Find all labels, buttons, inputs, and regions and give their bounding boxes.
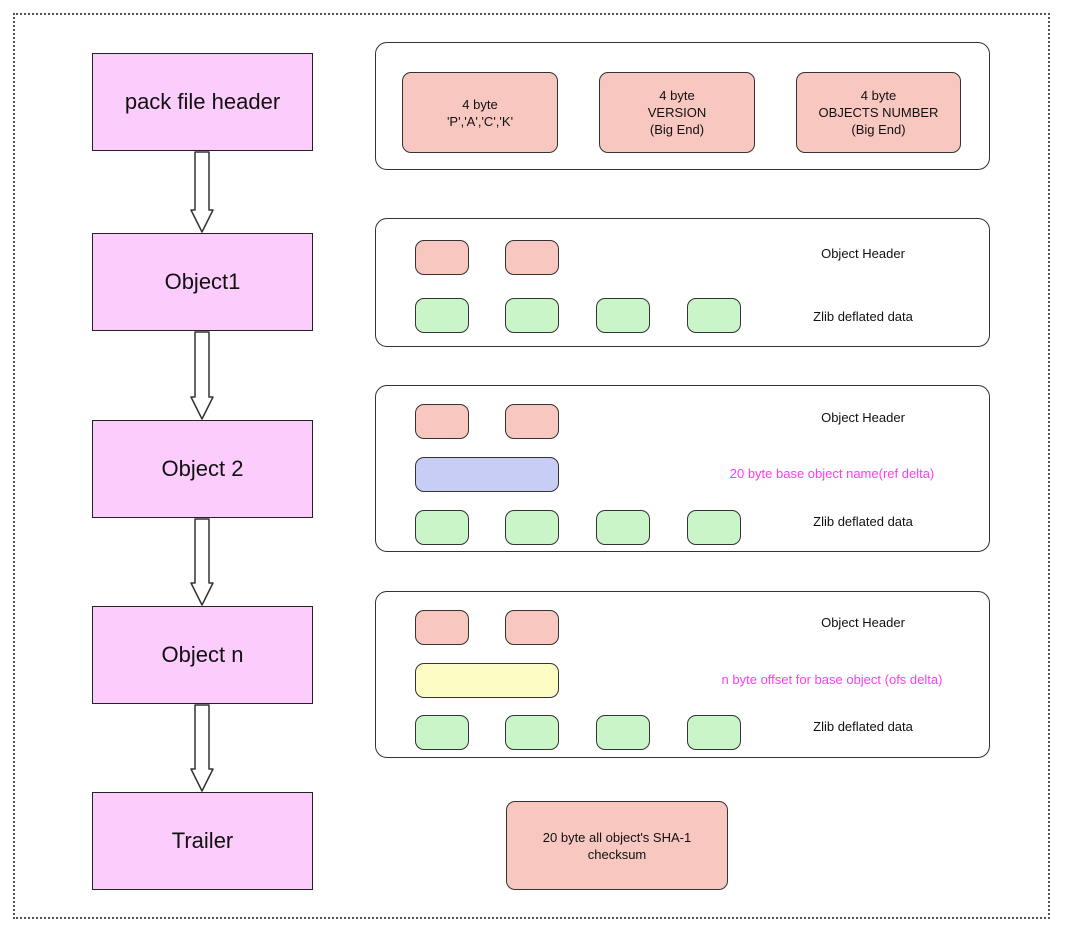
zlib-data-label: Zlib deflated data [813, 719, 913, 734]
deflated-data-byte [596, 715, 650, 750]
object-header-label: Object Header [821, 246, 905, 261]
trailer-box: Trailer [92, 792, 313, 890]
field-endianness: (Big End) [851, 122, 906, 137]
base-object-name-field [415, 457, 559, 492]
deflated-data-byte [415, 298, 469, 333]
base-object-offset-field [415, 663, 559, 698]
field-name: OBJECTS NUMBER [818, 105, 939, 120]
object-n-structure-group: Object Header n byte offset for base obj… [375, 591, 990, 758]
field-value: 'P','A','C','K' [446, 113, 514, 129]
sha1-checksum-field: 20 byte all object's SHA-1 checksum [506, 801, 728, 890]
version-field: 4 byte VERSION (Big End) [599, 72, 755, 153]
object-header-byte [415, 610, 469, 645]
stage-label: Trailer [171, 828, 234, 853]
deflated-data-byte [687, 715, 741, 750]
object-header-byte [505, 610, 559, 645]
zlib-data-label: Zlib deflated data [813, 309, 913, 324]
object-header-label: Object Header [821, 615, 905, 630]
zlib-data-label: Zlib deflated data [813, 514, 913, 529]
stage-label: Object n [161, 642, 244, 667]
object1-box: Object1 [92, 233, 313, 331]
field-name: VERSION [647, 105, 707, 120]
stage-label: Object1 [164, 269, 241, 294]
object1-structure-group: Object Header Zlib deflated data [375, 218, 990, 347]
object-header-byte [415, 404, 469, 439]
deflated-data-byte [505, 510, 559, 545]
checksum-line: checksum [587, 846, 647, 862]
stage-label: Object 2 [161, 456, 244, 481]
down-arrow-icon [190, 151, 214, 233]
deflated-data-byte [415, 510, 469, 545]
down-arrow-icon [190, 518, 214, 606]
deflated-data-byte [505, 298, 559, 333]
diagram-frame [13, 13, 1050, 919]
down-arrow-icon [190, 704, 214, 792]
object2-box: Object 2 [92, 420, 313, 518]
header-fields-group: 4 byte 'P','A','C','K' 4 byte VERSION (B… [375, 42, 990, 170]
object-header-byte [415, 240, 469, 275]
ref-delta-label: 20 byte base object name(ref delta) [729, 466, 935, 481]
object-n-box: Object n [92, 606, 313, 704]
deflated-data-byte [596, 298, 650, 333]
stage-label: pack file header [124, 89, 281, 114]
deflated-data-byte [415, 715, 469, 750]
objects-number-field: 4 byte OBJECTS NUMBER (Big End) [796, 72, 961, 153]
down-arrow-icon [190, 331, 214, 420]
field-size: 4 byte [860, 88, 897, 103]
object-header-byte [505, 404, 559, 439]
deflated-data-byte [687, 298, 741, 333]
deflated-data-byte [505, 715, 559, 750]
pack-file-header-box: pack file header [92, 53, 313, 151]
field-size: 4 byte [659, 88, 695, 103]
object2-structure-group: Object Header 20 byte base object name(r… [375, 385, 990, 552]
object-header-label: Object Header [821, 410, 905, 425]
deflated-data-byte [687, 510, 741, 545]
field-size: 4 byte [462, 96, 498, 112]
field-endianness: (Big End) [649, 122, 705, 137]
deflated-data-byte [596, 510, 650, 545]
object-header-byte [505, 240, 559, 275]
checksum-line: 20 byte all object's SHA-1 [542, 829, 692, 845]
ofs-delta-label: n byte offset for base object (ofs delta… [721, 672, 943, 687]
signature-field: 4 byte 'P','A','C','K' [402, 72, 558, 153]
